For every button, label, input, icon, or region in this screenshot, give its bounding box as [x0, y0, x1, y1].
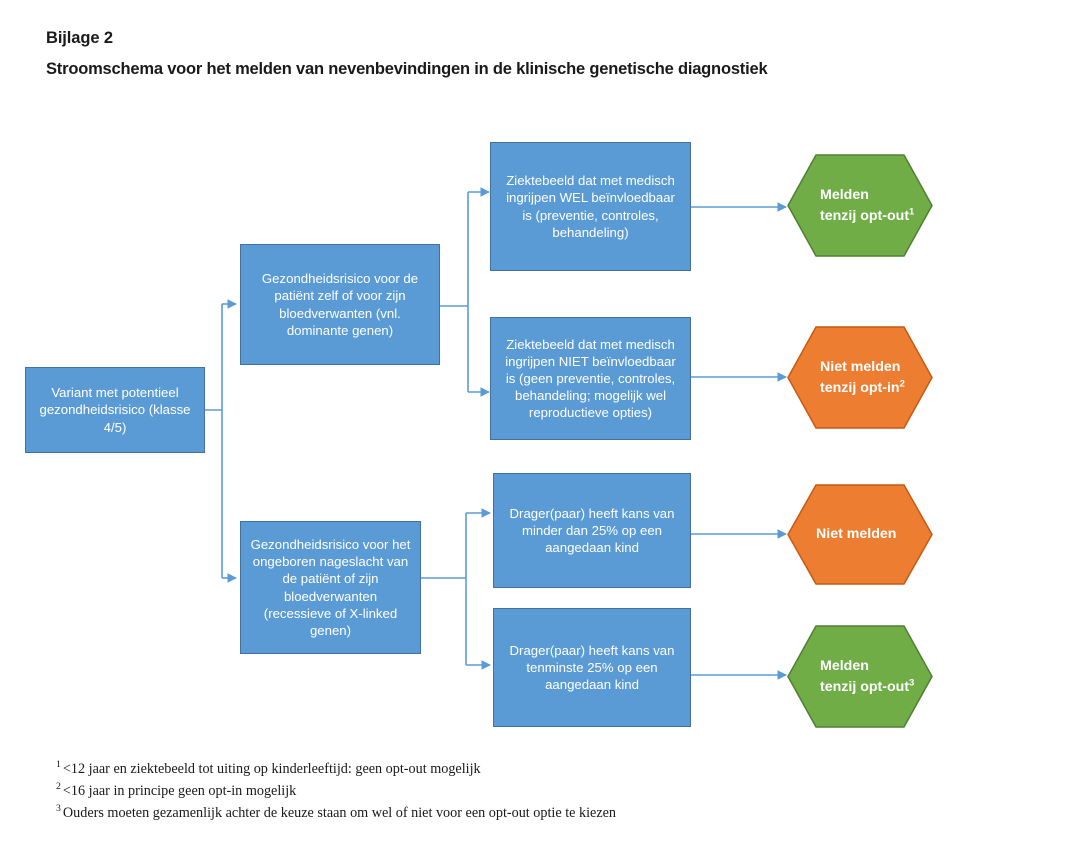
footnote-1-text: <12 jaar en ziektebeeld tot uiting op ki… — [62, 761, 481, 777]
outcome-niet-melden-3[interactable]: Niet melden — [786, 483, 934, 586]
outcome-2-line1: Niet melden — [820, 358, 901, 375]
outcome-1-label: Melden tenzij opt-out1 — [786, 153, 934, 258]
node-actionable[interactable]: Ziektebeeld dat met medisch ingrijpen WE… — [490, 142, 691, 271]
node-branch-self[interactable]: Gezondheidsrisico voor de patiënt zelf o… — [240, 244, 440, 365]
node-branch-offspring[interactable]: Gezondheidsrisico voor het ongeboren nag… — [240, 521, 421, 654]
footnote-2-text: <16 jaar in principe geen opt-in mogelij… — [62, 783, 297, 799]
footnote-3-text: Ouders moeten gezamenlijk achter de keuz… — [62, 805, 617, 821]
node-not-actionable-label: Ziektebeeld dat met medisch ingrijpen NI… — [505, 336, 676, 421]
outcome-melden-opt-out-4[interactable]: Melden tenzij opt-out3 — [786, 624, 934, 729]
footnote-3-marker: 3 — [56, 803, 61, 815]
outcome-3-label: Niet melden — [786, 483, 934, 586]
footnote-1: 1<12 jaar en ziektebeeld tot uiting op k… — [56, 759, 481, 778]
hexagon-shape-orange-2 — [787, 484, 933, 585]
node-start-label: Variant met potentieel gezondheidsrisico… — [39, 385, 191, 435]
node-risk-high-label: Drager(paar) heeft kans van tenminste 25… — [509, 642, 675, 693]
hexagon-shape-green-1 — [787, 154, 933, 257]
outcome-2-line2: tenzij opt-in2 — [820, 377, 905, 396]
node-branch-offspring-label: Gezondheidsrisico voor het ongeboren nag… — [250, 537, 411, 638]
page-title: Stroomschema voor het melden van nevenbe… — [46, 60, 768, 78]
footnote-2-marker: 2 — [56, 781, 61, 793]
node-not-actionable[interactable]: Ziektebeeld dat met medisch ingrijpen NI… — [490, 317, 691, 440]
footnote-1-marker: 1 — [56, 759, 61, 771]
node-risk-low-label: Drager(paar) heeft kans van minder dan 2… — [509, 505, 675, 556]
hexagon-shape-orange-1 — [787, 326, 933, 429]
footnote-2: 2<16 jaar in principe geen opt-in mogeli… — [56, 781, 297, 800]
outcome-2-label: Niet melden tenzij opt-in2 — [786, 325, 934, 430]
outcome-1-line1: Melden — [820, 186, 869, 203]
node-risk-low[interactable]: Drager(paar) heeft kans van minder dan 2… — [493, 473, 691, 588]
outcome-niet-melden-opt-in-2[interactable]: Niet melden tenzij opt-in2 — [786, 325, 934, 430]
outcome-4-label: Melden tenzij opt-out3 — [786, 624, 934, 729]
node-risk-high[interactable]: Drager(paar) heeft kans van tenminste 25… — [493, 608, 691, 727]
outcome-melden-opt-out-1[interactable]: Melden tenzij opt-out1 — [786, 153, 934, 258]
outcome-4-line2: tenzij opt-out3 — [820, 676, 915, 695]
outcome-4-line1: Melden — [820, 657, 869, 674]
node-actionable-label: Ziektebeeld dat met medisch ingrijpen WE… — [506, 173, 675, 240]
outcome-3-line1: Niet melden — [816, 526, 897, 543]
hexagon-shape-green-2 — [787, 625, 933, 728]
node-branch-self-label: Gezondheidsrisico voor de patiënt zelf o… — [261, 271, 419, 338]
outcome-1-line2: tenzij opt-out1 — [820, 205, 915, 224]
node-start[interactable]: Variant met potentieel gezondheidsrisico… — [25, 367, 205, 453]
appendix-label: Bijlage 2 — [46, 29, 113, 47]
